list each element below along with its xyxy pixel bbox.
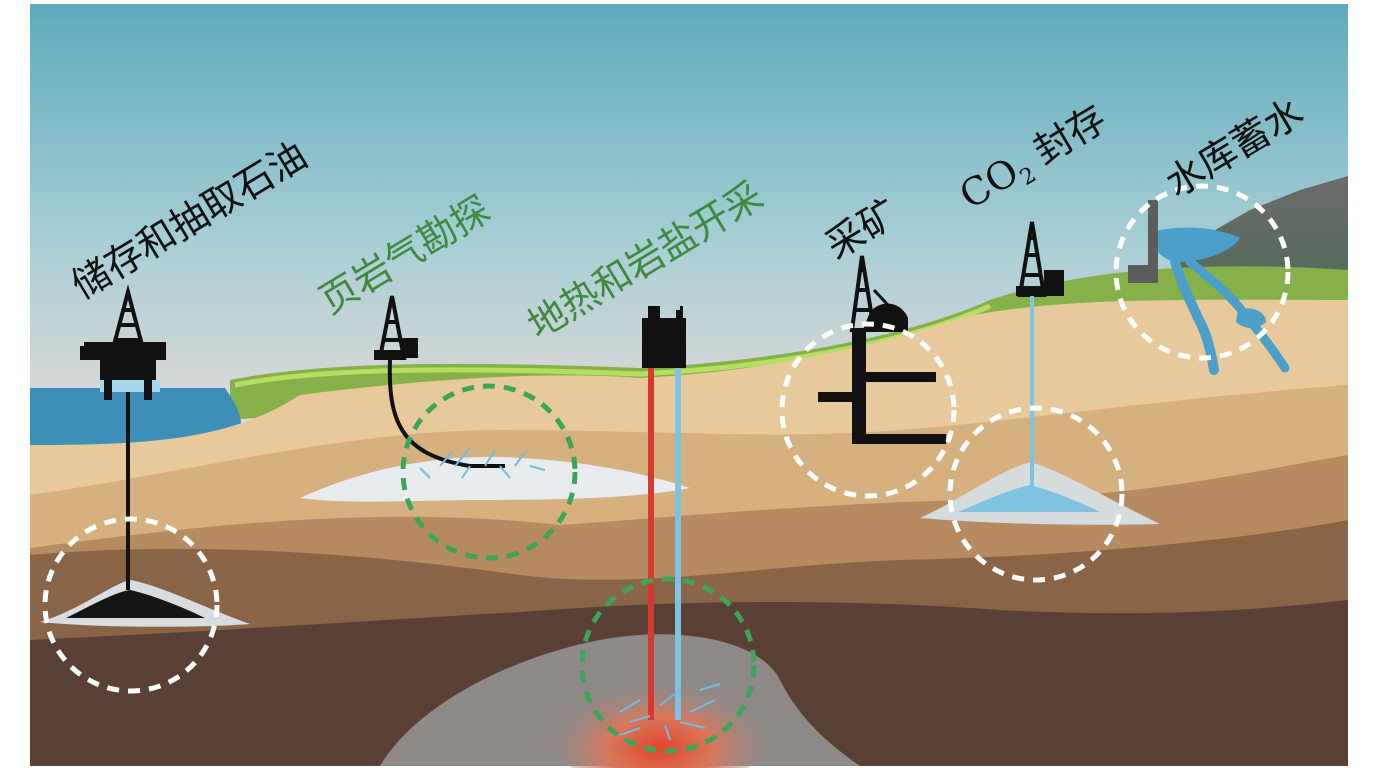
reservoir-river-1	[1170, 257, 1219, 375]
geothermal-fractures	[619, 683, 721, 741]
circle-geothermal	[579, 576, 757, 754]
circle-co2	[947, 405, 1125, 583]
co2-stored	[958, 485, 1100, 512]
shale-rig	[374, 295, 505, 468]
geothermal-plant	[642, 306, 686, 368]
reservoir-pool	[1236, 308, 1266, 328]
dam-tower	[1148, 200, 1158, 270]
circle-reservoir	[1113, 183, 1291, 361]
sea	[30, 388, 242, 450]
magma-hotspot	[540, 650, 780, 768]
co2-rig	[1016, 221, 1064, 297]
circle-shale	[400, 383, 578, 561]
reservoir-lake	[1150, 227, 1240, 262]
oil-deposit	[66, 590, 205, 618]
circle-oil	[42, 516, 220, 694]
shale-lens	[300, 456, 690, 502]
circle-mining	[779, 321, 957, 499]
mine-shaft	[818, 332, 946, 444]
shale-fractures	[419, 447, 546, 479]
oil-platform	[80, 284, 166, 590]
